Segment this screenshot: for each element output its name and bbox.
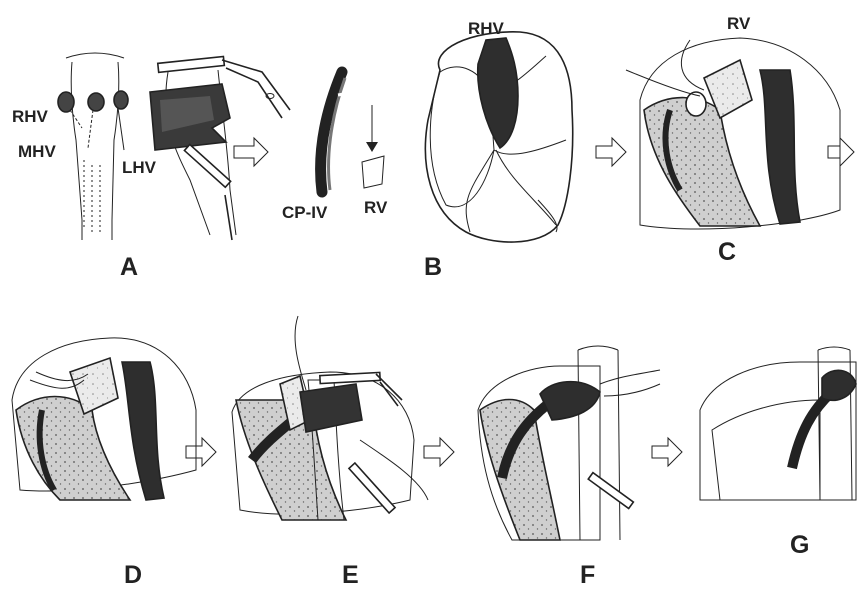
lhv-label: LHV (122, 158, 157, 177)
lhv-orifice (114, 91, 128, 109)
rv-patch (362, 156, 384, 188)
arrow-b-to-c (596, 138, 626, 166)
rv-label-c: RV (727, 14, 751, 33)
panel-label-e: E (342, 561, 359, 589)
panel-label-f: F (580, 561, 595, 589)
panel-label-b: B (424, 253, 442, 281)
ivc-vessel (66, 53, 124, 240)
arrow-c-to-d (828, 138, 854, 166)
panel-c: RV C (626, 14, 840, 266)
panel-d: D (12, 338, 196, 589)
mhv-label: MHV (18, 142, 56, 161)
rhv-label: RHV (12, 107, 49, 126)
arrow-d-to-e (186, 438, 216, 466)
panel-e: E (232, 316, 428, 589)
liver-graft (425, 32, 572, 242)
cp-iv-label: CP-IV (282, 203, 328, 222)
panel-label-d: D (124, 561, 142, 589)
rhv-orifice (58, 92, 74, 112)
panel-f: F (478, 346, 660, 589)
arrow-f-to-g (652, 438, 682, 466)
panel-label-a: A (120, 253, 138, 281)
arrow-a-to-b (234, 138, 268, 166)
mhv-orifice (88, 93, 104, 111)
arrow-e-to-f (424, 438, 454, 466)
panel-label-c: C (718, 238, 736, 266)
ivc-clamp-illustration (150, 56, 290, 240)
panel-b: CP-IV RV RHV B (282, 19, 573, 281)
rv-label-b: RV (364, 198, 388, 217)
rhv-label-b: RHV (468, 19, 505, 38)
panel-a: RHV MHV LHV A (12, 53, 290, 281)
panel-g: G (700, 347, 856, 559)
panel-label-g: G (790, 531, 809, 559)
